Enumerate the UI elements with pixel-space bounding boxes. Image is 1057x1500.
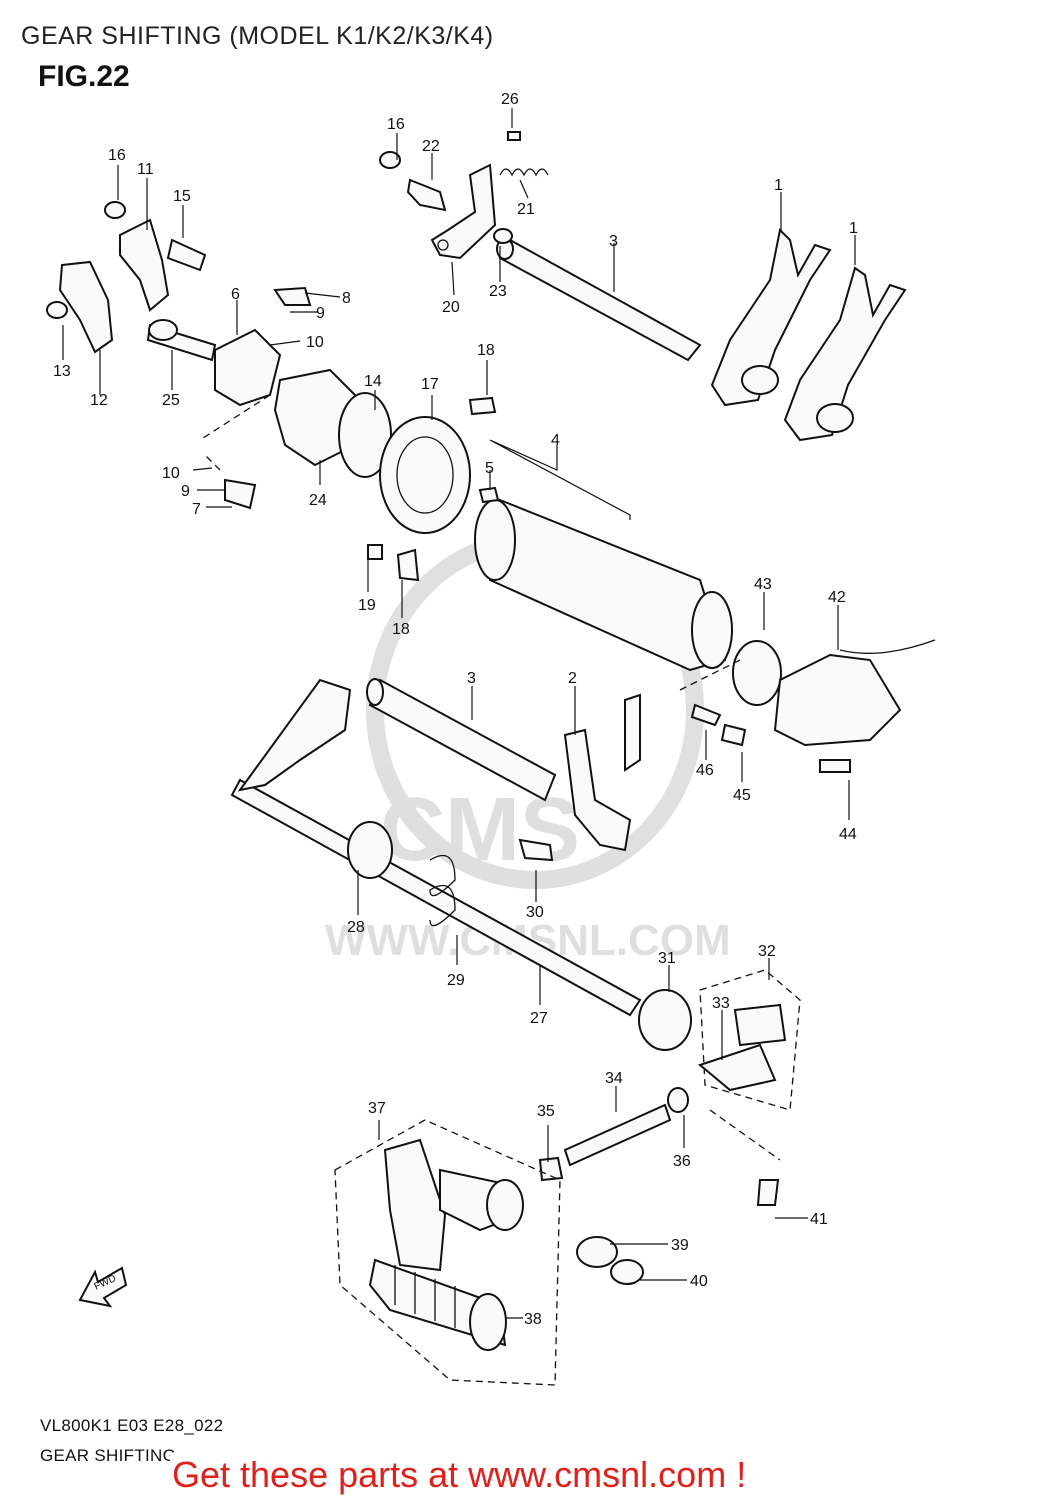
callout-25: 25 [162, 392, 180, 409]
gear-shift-guide [690, 639, 936, 773]
callout-3: 3 [609, 233, 618, 250]
callout-38: 38 [524, 1311, 542, 1328]
callout-11: 11 [137, 161, 154, 178]
callout-20: 20 [442, 299, 460, 316]
callout-8: 8 [342, 290, 351, 307]
callout-12: 12 [90, 392, 108, 409]
callout-16b: 16 [387, 116, 405, 133]
gear-shift-lever [334, 1119, 644, 1386]
callout-6: 6 [231, 286, 240, 303]
callout-24: 24 [309, 492, 327, 509]
page-title: GEAR SHIFTING (MODEL K1/K2/K3/K4) [21, 22, 494, 50]
callout-29: 29 [447, 972, 465, 989]
callout-7: 7 [192, 501, 201, 518]
gear-shift-arm [538, 969, 801, 1206]
leader-lines [62, 108, 856, 1319]
callout-44: 44 [839, 826, 857, 843]
callout-17: 17 [421, 376, 439, 393]
promo-link[interactable]: Get these parts at www.cmsnl.com ! [170, 1454, 749, 1496]
gear-shift-stopper [379, 131, 549, 260]
callout-18b: 18 [392, 621, 410, 638]
callout-4: 4 [551, 432, 560, 449]
gearshift-cam-drum [367, 486, 782, 706]
callout-45: 45 [733, 787, 751, 804]
callout-26: 26 [501, 91, 519, 108]
cam-plate-assembly [46, 201, 497, 534]
callout-19: 19 [358, 597, 376, 614]
forward-arrow-icon: FWD [78, 1266, 128, 1308]
callout-10b: 10 [162, 465, 180, 482]
callout-14: 14 [364, 373, 382, 390]
shift-fork-lower [366, 678, 641, 852]
callout-37: 37 [368, 1100, 386, 1117]
callout-5: 5 [485, 460, 494, 477]
svg-text:CMS: CMS [380, 780, 580, 880]
callout-34: 34 [605, 1070, 623, 1087]
callout-21: 21 [517, 201, 535, 218]
callout-28: 28 [347, 919, 365, 936]
callout-18: 18 [477, 342, 495, 359]
callout-22: 22 [422, 138, 440, 155]
callout-46: 46 [696, 762, 714, 779]
callout-41: 41 [810, 1211, 828, 1228]
shift-fork-upper [710, 227, 907, 442]
callout-40: 40 [690, 1273, 708, 1290]
callout-3b: 3 [467, 670, 476, 687]
callout-numbers: 1 1 2 3 3 4 5 6 7 8 9 9 10 10 11 12 13 1… [53, 91, 858, 1328]
fork-shaft-upper [496, 238, 702, 362]
callout-35: 35 [537, 1103, 555, 1120]
callout-33: 33 [712, 995, 730, 1012]
callout-43: 43 [754, 576, 772, 593]
callout-1: 1 [774, 177, 783, 194]
callout-23: 23 [489, 283, 507, 300]
callout-15: 15 [173, 188, 191, 205]
callout-27: 27 [530, 1010, 548, 1027]
model-code: VL800K1 E03 E28_022 [40, 1416, 224, 1435]
callout-39: 39 [671, 1237, 689, 1254]
callout-16: 16 [108, 147, 126, 164]
callout-42: 42 [828, 589, 846, 606]
callout-9: 9 [316, 305, 325, 322]
callout-36: 36 [673, 1153, 691, 1170]
figure-label: FIG.22 [38, 60, 130, 93]
callout-2: 2 [568, 670, 577, 687]
callout-32: 32 [758, 943, 776, 960]
gearshift-shaft [230, 678, 692, 1051]
callout-9b: 9 [181, 483, 190, 500]
callout-1b: 1 [849, 220, 858, 237]
callout-13: 13 [53, 363, 71, 380]
callout-10: 10 [306, 334, 324, 351]
callout-30: 30 [526, 904, 544, 921]
footer-title: GEAR SHIFTING [40, 1446, 177, 1465]
callout-31: 31 [658, 950, 676, 967]
